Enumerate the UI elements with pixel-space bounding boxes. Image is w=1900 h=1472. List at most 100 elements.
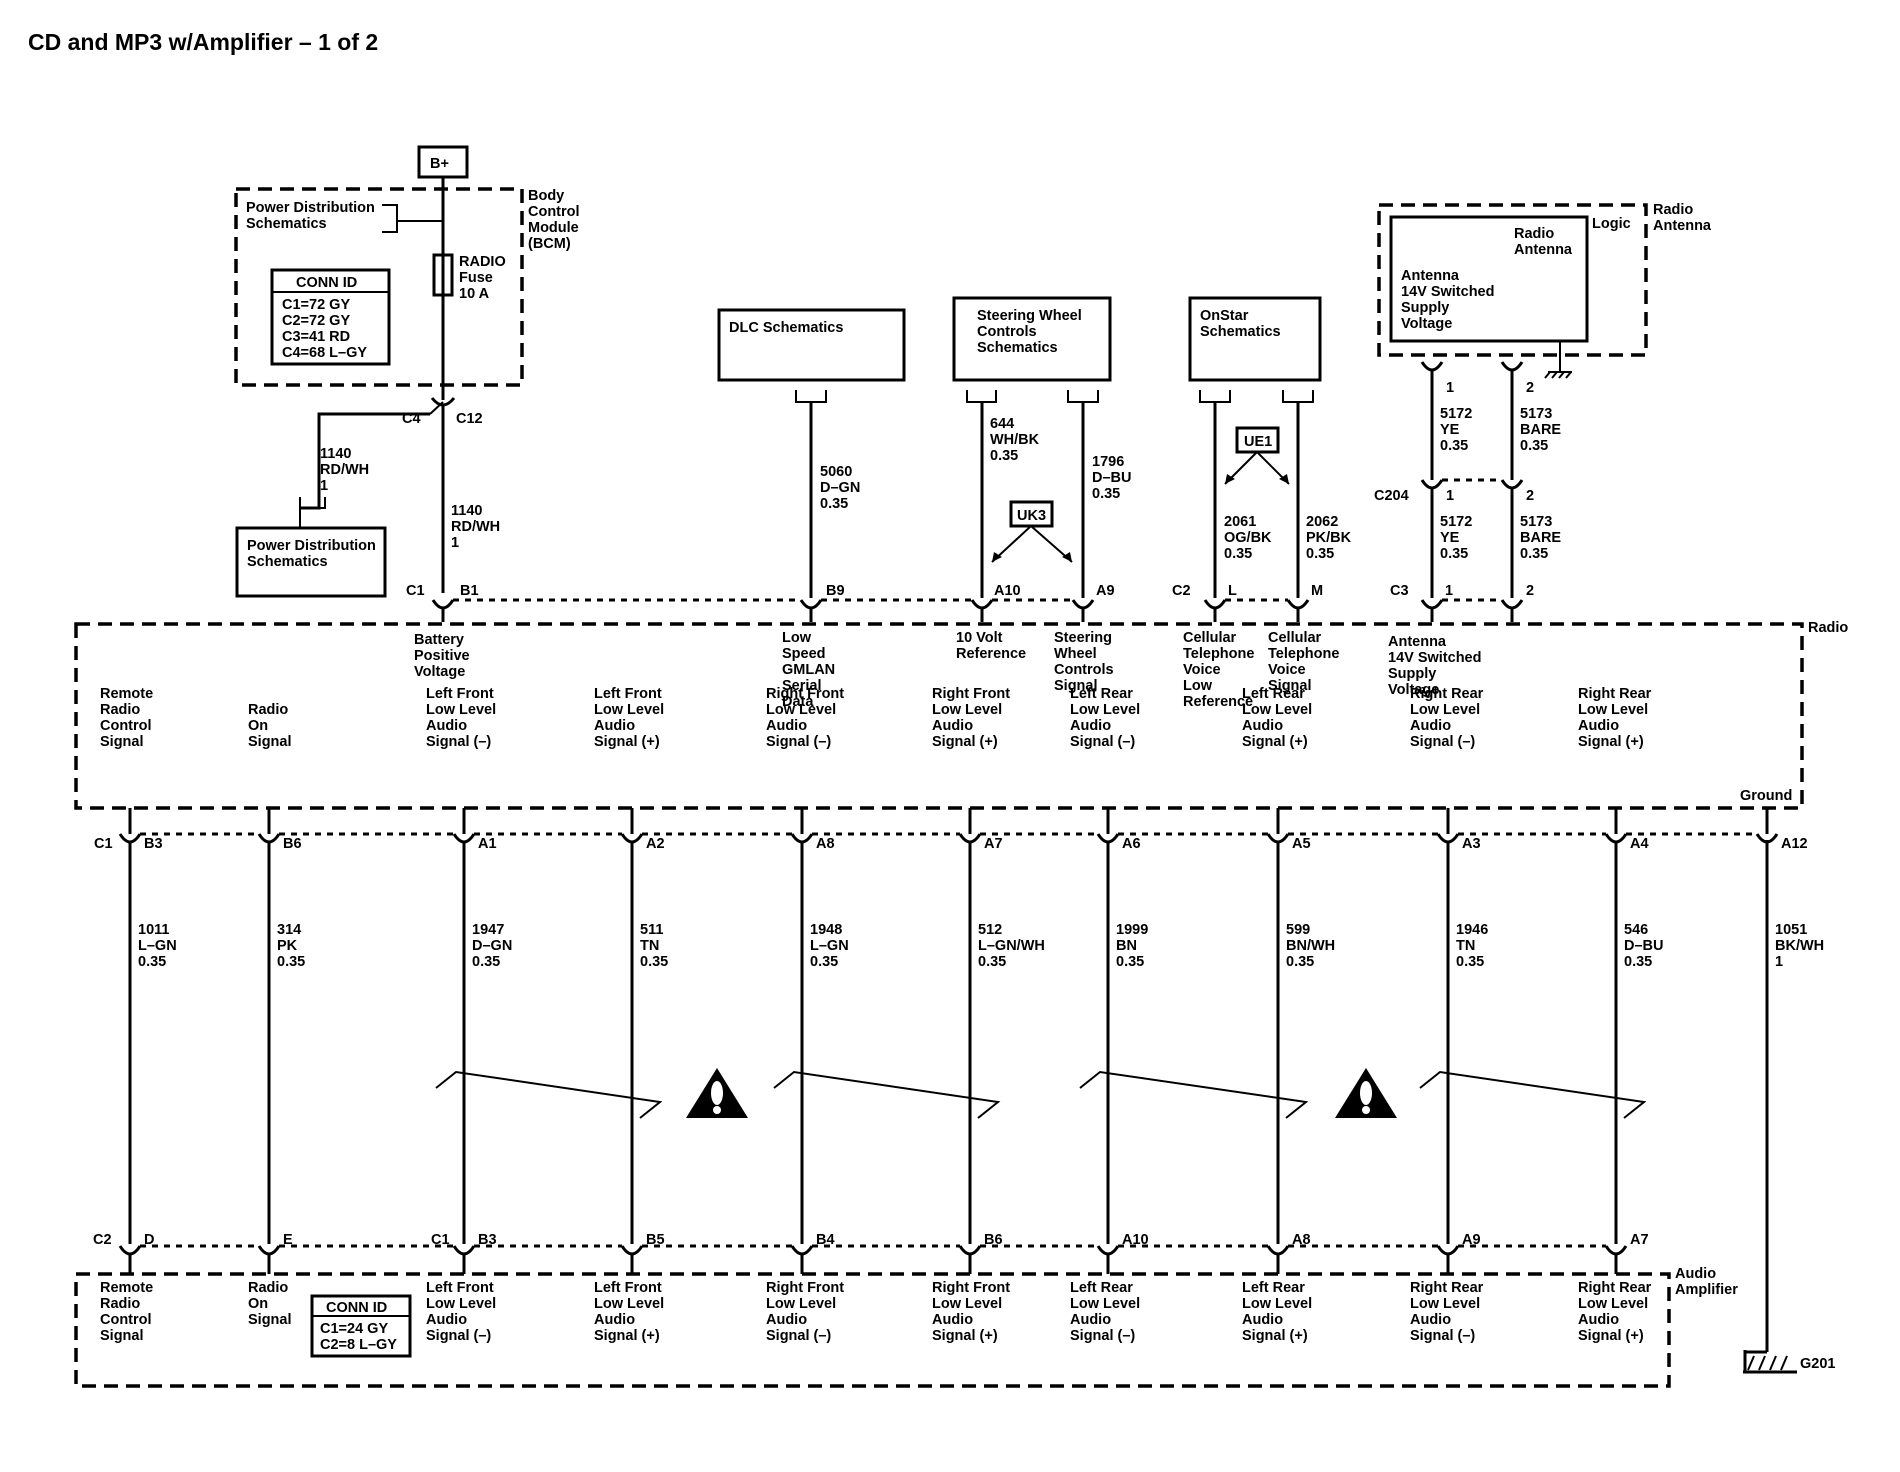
amp-pin-label: A7 xyxy=(1630,1232,1649,1248)
svg-text:RADIO: RADIO xyxy=(459,254,506,270)
amp-connector xyxy=(257,1245,281,1256)
svg-text:14V Switched: 14V Switched xyxy=(1388,650,1481,666)
amp-pin-label: A9 xyxy=(1462,1232,1481,1248)
svg-text:C1=72 GY: C1=72 GY xyxy=(282,297,350,313)
antenna-wire2b-label: 5173 BARE 0.35 xyxy=(1520,514,1561,562)
svg-text:C12: C12 xyxy=(456,411,483,427)
svg-text:Reference: Reference xyxy=(956,646,1026,662)
svg-text:1: 1 xyxy=(1446,380,1454,396)
svg-text:Body: Body xyxy=(528,188,564,204)
radio-signal-label: Left Front xyxy=(426,686,494,702)
battery-plus-label: B+ xyxy=(430,156,449,172)
amp-signal-label: Audio xyxy=(426,1312,467,1328)
wire-label: D–GN xyxy=(472,938,512,954)
amp-connector xyxy=(1604,1245,1628,1256)
svg-text:1: 1 xyxy=(451,535,459,551)
svg-text:Voice: Voice xyxy=(1183,662,1221,678)
svg-text:DLC Schematics: DLC Schematics xyxy=(729,320,843,336)
radio-signal-label: Low Level xyxy=(766,702,836,718)
amp-signal-label: Low Level xyxy=(1410,1296,1480,1312)
radio-ground-label: Ground xyxy=(1740,788,1792,804)
amp-signal-label: Signal xyxy=(100,1328,144,1344)
svg-text:C3=41 RD: C3=41 RD xyxy=(282,329,350,345)
radio-signal-label: Signal (–) xyxy=(1410,734,1475,750)
svg-text:1: 1 xyxy=(320,478,328,494)
svg-text:A9: A9 xyxy=(1096,583,1115,599)
amp-pin-label: B5 xyxy=(646,1232,665,1248)
amp-pin-label: A10 xyxy=(1122,1232,1149,1248)
amp-pin-label: A8 xyxy=(1292,1232,1311,1248)
svg-text:Steering Wheel: Steering Wheel xyxy=(977,308,1082,324)
svg-text:C4=68 L–GY: C4=68 L–GY xyxy=(282,345,367,361)
wire-label: BN xyxy=(1116,938,1137,954)
swc-left-wire-label: 644 WH/BK 0.35 xyxy=(990,416,1040,464)
radio-bottom-connector xyxy=(1604,833,1628,844)
amp-connector xyxy=(790,1245,814,1256)
wire-label: 0.35 xyxy=(978,954,1006,970)
radio-signal-label: Control xyxy=(100,718,152,734)
radio-signal-label: Signal (+) xyxy=(594,734,660,750)
wire-label: BK/WH xyxy=(1775,938,1824,954)
wire-label: 1 xyxy=(1775,954,1783,970)
radio-pin-label: B6 xyxy=(283,836,302,852)
amp-signal-label: Low Level xyxy=(766,1296,836,1312)
radio-bottom-connector xyxy=(118,833,142,844)
antenna-wire1-label: 5172 YE 0.35 xyxy=(1440,406,1472,454)
wire-label: 1999 xyxy=(1116,922,1148,938)
amp-connector xyxy=(452,1245,476,1256)
svg-text:1: 1 xyxy=(1446,488,1454,504)
radio-bottom-connector xyxy=(1096,833,1120,844)
radio-fuse-label: RADIO Fuse 10 A xyxy=(459,254,506,302)
amp-conn-id-table xyxy=(310,1294,412,1358)
svg-text:M: M xyxy=(1311,583,1323,599)
wire-label: 546 xyxy=(1624,922,1648,938)
svg-text:Cellular: Cellular xyxy=(1268,630,1322,646)
bcm-module xyxy=(234,187,524,387)
main-power-wire-label: 1140 RD/WH 1 xyxy=(451,503,500,551)
svg-text:Positive: Positive xyxy=(414,648,470,664)
g201-ground-icon xyxy=(1743,1350,1797,1374)
twisted-pair-icon xyxy=(773,1070,1001,1119)
svg-text:Controls: Controls xyxy=(1054,662,1114,678)
svg-text:1: 1 xyxy=(1445,583,1453,599)
svg-text:Schematics: Schematics xyxy=(246,216,327,232)
radio-signal-label: Right Rear xyxy=(1410,686,1484,702)
svg-text:C1=24 GY: C1=24 GY xyxy=(320,1321,388,1337)
twisted-pair-icon xyxy=(1079,1070,1309,1119)
svg-text:Serial: Serial xyxy=(782,678,822,694)
onstar-schematics-box xyxy=(1188,296,1322,382)
wire-label: 0.35 xyxy=(640,954,668,970)
radio-bottom-connector xyxy=(1436,833,1460,844)
radio-signal-label: Right Front xyxy=(932,686,1010,702)
radio-signal-label: Right Front xyxy=(766,686,844,702)
svg-text:0.35: 0.35 xyxy=(1224,546,1252,562)
amp-signal-label: Radio xyxy=(100,1296,140,1312)
svg-text:0.35: 0.35 xyxy=(1520,438,1548,454)
svg-text:Control: Control xyxy=(528,204,580,220)
radio-signal-label: Low Level xyxy=(1242,702,1312,718)
amp-signal-label: Signal (–) xyxy=(1410,1328,1475,1344)
svg-text:Wheel: Wheel xyxy=(1054,646,1097,662)
radio-signal-label: Audio xyxy=(1242,718,1283,734)
radio-signal-label: Signal (–) xyxy=(1070,734,1135,750)
radio-pin-label: A3 xyxy=(1462,836,1481,852)
wire-label: 0.35 xyxy=(810,954,838,970)
amp-signal-label: Audio xyxy=(1242,1312,1283,1328)
radio-bottom-connector xyxy=(790,833,814,844)
svg-text:Schematics: Schematics xyxy=(247,554,328,570)
c204-connector xyxy=(1420,479,1444,490)
svg-text:0.35: 0.35 xyxy=(990,448,1018,464)
svg-text:C2=8 L–GY: C2=8 L–GY xyxy=(320,1337,397,1353)
signal-columns: RemoteRadioControlSignalRadioOnSignalLef… xyxy=(94,686,1824,1344)
svg-text:10 Volt: 10 Volt xyxy=(956,630,1003,646)
radio-bottom-connector xyxy=(257,833,281,844)
radio-bottom-conn-label: C1 xyxy=(94,836,113,852)
dlc-wire-label: 5060 D–GN 0.35 xyxy=(820,464,860,512)
wire-label: BN/WH xyxy=(1286,938,1335,954)
page-title: CD and MP3 w/Amplifier – 1 of 2 xyxy=(28,29,378,55)
svg-text:CONN ID: CONN ID xyxy=(326,1300,387,1316)
radio-signal-label: Left Front xyxy=(594,686,662,702)
svg-text:YE: YE xyxy=(1440,530,1460,546)
amp-connector xyxy=(958,1245,982,1256)
